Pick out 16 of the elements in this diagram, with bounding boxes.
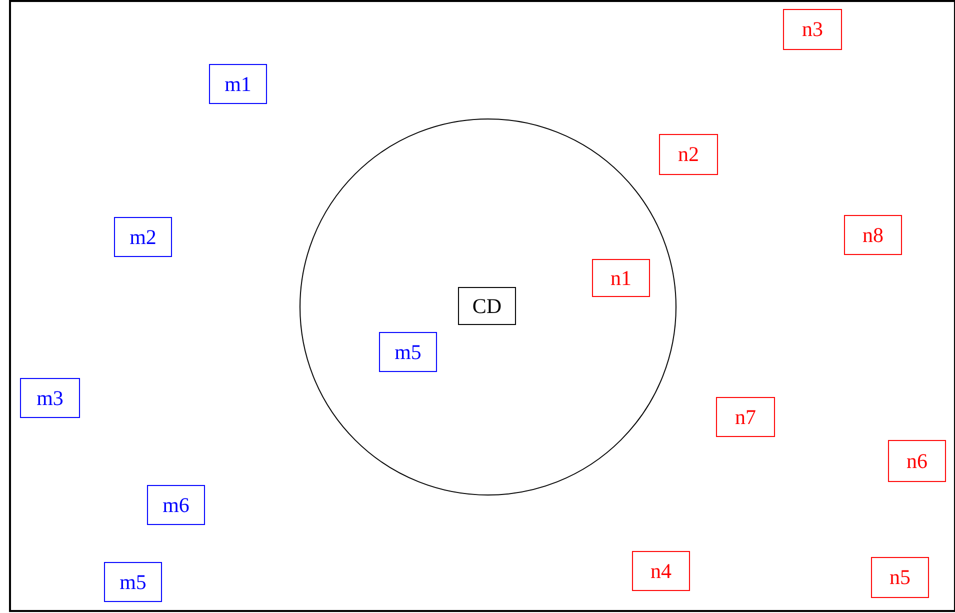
label-box: m1	[209, 64, 267, 104]
label-box: n4	[632, 551, 690, 591]
label-box: m5	[104, 562, 162, 602]
label-box: n5	[871, 557, 929, 598]
label-box: m6	[147, 485, 205, 525]
label-box: n7	[716, 397, 775, 437]
circle-region	[299, 118, 677, 496]
label-box: n3	[783, 9, 842, 50]
label-box: n1	[592, 259, 650, 297]
label-box: m5	[379, 332, 437, 372]
label-box: m2	[114, 217, 172, 257]
label-box: CD	[458, 287, 516, 325]
label-box: m3	[20, 378, 80, 418]
label-box: n6	[888, 440, 946, 482]
label-box: n8	[844, 215, 902, 255]
label-box: n2	[659, 134, 718, 175]
